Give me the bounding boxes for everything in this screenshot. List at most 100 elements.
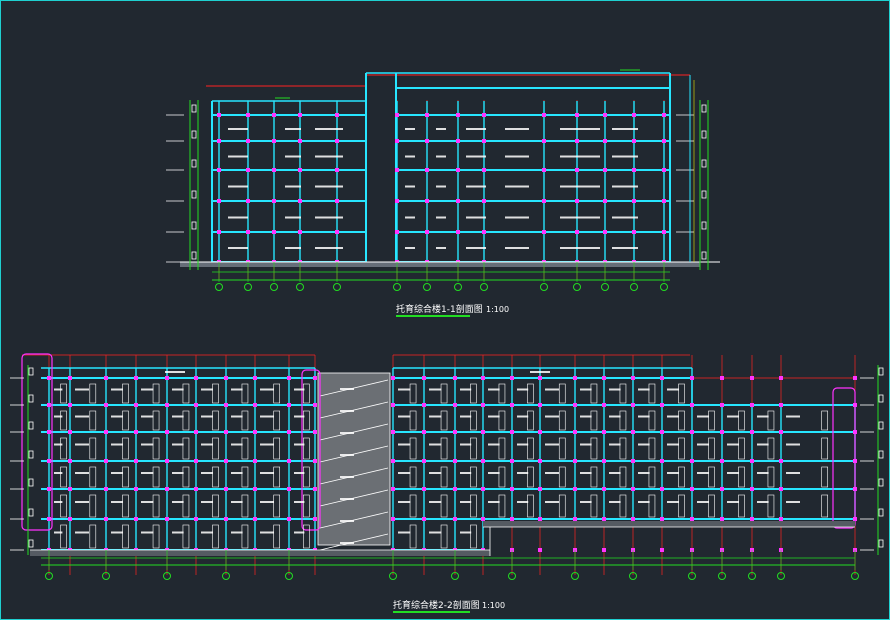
door-mark: [619, 383, 627, 404]
beam-node: [425, 113, 429, 117]
room-label-mark: [580, 472, 592, 474]
room-label-mark: [460, 388, 472, 391]
beam-node: [456, 199, 460, 203]
beam-node: [660, 376, 664, 380]
room-label-mark: [260, 388, 274, 391]
beam-node: [217, 168, 221, 172]
door-mark: [122, 383, 129, 404]
elevation-box: [878, 394, 884, 403]
door-mark: [409, 383, 417, 404]
room-label-mark: [111, 415, 123, 418]
axis-bubble: [573, 283, 581, 291]
beam-node: [603, 113, 607, 117]
elevation-box: [28, 478, 34, 487]
room-label-mark: [580, 443, 592, 446]
beam-node: [779, 487, 783, 491]
room-label-mark: [111, 443, 123, 446]
beam-node: [217, 113, 221, 117]
section-2-scale: 1:100: [482, 601, 505, 610]
room-label-mark: [172, 443, 184, 446]
axis-bubble: [601, 283, 609, 291]
room-label-mark: [638, 388, 650, 391]
door-mark: [498, 383, 506, 404]
door-mark: [60, 383, 67, 404]
beam-node: [194, 376, 198, 380]
beam-node: [453, 487, 457, 491]
beam-node: [134, 403, 138, 407]
beam-node: [481, 487, 485, 491]
beam-node: [510, 487, 514, 491]
room-label-mark: [466, 155, 486, 158]
door-mark: [708, 410, 715, 431]
door-mark: [182, 466, 190, 488]
door-mark: [89, 437, 97, 460]
beam-node: [453, 403, 457, 407]
beam-node: [224, 430, 228, 434]
room-label-mark: [231, 501, 243, 503]
beam-node: [391, 430, 395, 434]
beam-node: [690, 376, 694, 380]
beam-node: [287, 403, 291, 407]
beam-node: [510, 376, 514, 380]
door-mark: [648, 494, 656, 518]
room-label-mark: [285, 247, 301, 249]
room-label-mark: [285, 185, 301, 188]
beam-node: [391, 517, 395, 521]
room-label-mark: [505, 155, 529, 158]
beam-node: [47, 403, 51, 407]
beam-node: [104, 487, 108, 491]
room-label-mark: [141, 531, 154, 534]
door-mark: [182, 437, 190, 460]
beam-node: [224, 376, 228, 380]
room-label-mark: [488, 501, 500, 503]
beam-node: [47, 376, 51, 380]
beam-node: [68, 430, 72, 434]
axis-bubble: [296, 283, 304, 291]
room-label-mark: [141, 472, 154, 474]
room-label-mark: [667, 501, 679, 503]
room-label-mark: [429, 472, 442, 474]
room-label-mark: [294, 415, 305, 418]
beam-node: [631, 376, 635, 380]
room-label-mark: [436, 185, 446, 188]
room-label-mark: [545, 472, 559, 474]
elevation-box: [701, 190, 707, 199]
room-label-mark: [612, 185, 638, 188]
axis-bubble: [333, 283, 341, 291]
room-label-mark: [111, 501, 123, 503]
room-label-mark: [612, 155, 638, 158]
slab-hatch: [483, 521, 855, 527]
room-label-mark: [111, 472, 123, 474]
beam-node: [779, 403, 783, 407]
room-label-mark: [545, 388, 559, 391]
door-mark: [152, 383, 160, 404]
door-mark: [527, 383, 534, 404]
beam-node: [68, 487, 72, 491]
beam-node: [662, 113, 666, 117]
door-mark: [648, 383, 656, 404]
beam-node: [510, 517, 514, 521]
door-mark: [590, 383, 598, 404]
room-label-mark: [294, 388, 305, 391]
beam-node: [194, 403, 198, 407]
room-label-mark: [228, 247, 248, 249]
axis-bubble: [270, 283, 278, 291]
beam-node: [603, 230, 607, 234]
beam-node: [313, 376, 317, 380]
door-mark: [409, 466, 417, 488]
door-mark: [182, 494, 190, 518]
beam-node: [47, 430, 51, 434]
room-label-mark: [560, 128, 600, 130]
room-label-mark: [405, 216, 415, 219]
beam-node: [335, 168, 339, 172]
beam-node: [632, 139, 636, 143]
room-label-mark: [460, 472, 472, 474]
axis-bubble: [45, 572, 53, 580]
beam-node: [194, 430, 198, 434]
beam-node: [456, 139, 460, 143]
door-mark: [708, 494, 715, 518]
beam-node: [575, 139, 579, 143]
beam-node: [542, 199, 546, 203]
beam-node: [104, 430, 108, 434]
